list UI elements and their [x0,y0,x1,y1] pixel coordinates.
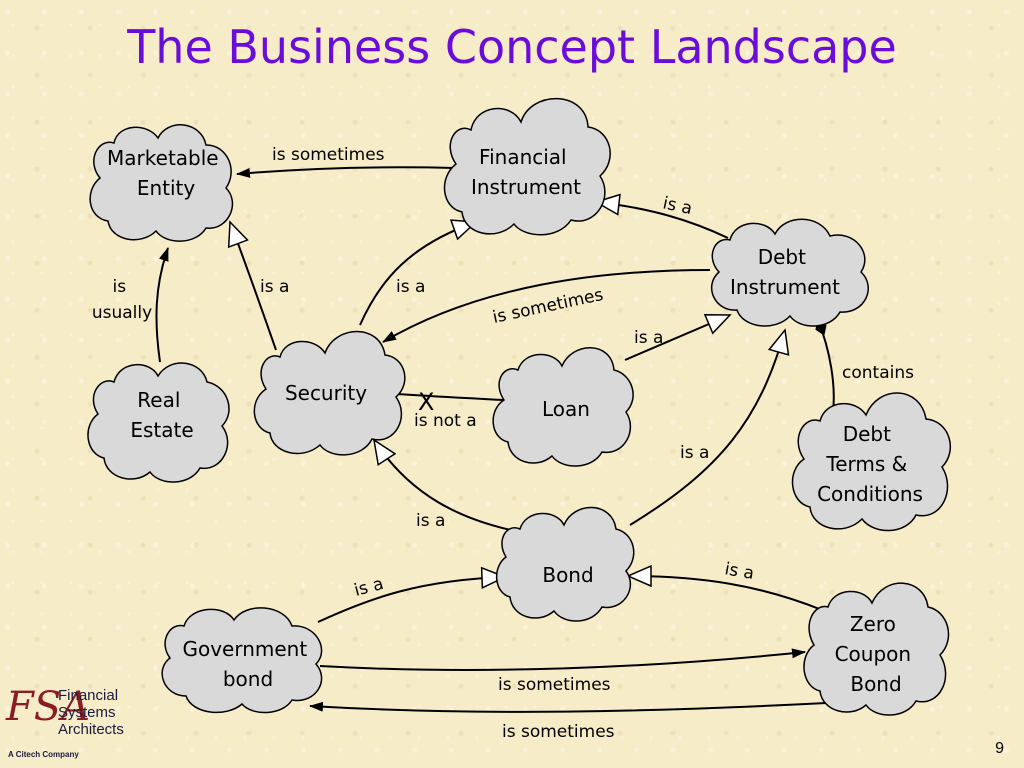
svg-text:Bond: Bond [542,563,593,587]
svg-text:Marketable Entity: Marketable Entity [107,146,225,200]
node-zero-coupon-bond: Zero Coupon Bond [803,582,950,716]
node-label-line: Security [285,381,367,405]
svg-text:Debt Terms & C: Debt Terms & Conditions [817,422,923,506]
node-label-line: Terms & [825,452,907,476]
node-debt-terms: Debt Terms & Conditions [791,392,952,532]
logo-mark: FSA [6,684,91,730]
edge-label-fi-me: is sometimes [272,145,385,165]
node-label-line: Conditions [817,482,923,506]
edge-terms-di [815,319,835,413]
logo-line: Financial [58,687,119,704]
edge-label-line: is [113,277,127,297]
edge-gov-bond [317,577,505,623]
logo-line: Systems [58,704,116,721]
node-label-line: Bond [850,672,901,696]
node-security: Security [253,330,406,456]
not-mark: X [418,388,434,416]
node-label-line: Zero [850,612,896,636]
node-label-line: Government [182,637,307,661]
svg-text:Government bond: Government bond [182,637,313,691]
node-label-line: Entity [137,176,196,200]
edge-label-gov-zcb: is sometimes [498,675,611,695]
node-label-line: Debt [843,422,891,446]
slide-title: The Business Concept Landscape [127,20,897,74]
edge-loan-sec [381,388,504,401]
node-label-line: Instrument [730,275,840,299]
edge-label-zcb-gov: is sometimes [502,722,615,742]
node-label-line: Estate [130,418,193,442]
edge-label-loan-sec: is not a [414,411,477,431]
edge-gov-zcb [319,648,806,671]
node-loan: Loan [492,347,634,467]
node-bond: Bond [496,506,635,622]
edge-zcb-gov [309,701,827,713]
edge-label-re-me: is usually [92,277,152,323]
node-label-line: Coupon [835,642,911,666]
node-financial-instrument: Financial Instrument [443,97,611,236]
node-label-line: Bond [542,563,593,587]
edge-sec-me [230,222,277,351]
node-label-line: Financial [479,145,567,169]
edge-label-terms-di: contains [842,363,914,383]
node-label-line: Loan [542,397,590,421]
company-logo: FSA Financial Systems Architects A Citec… [6,686,146,762]
edge-label-bond-sec: is a [416,511,445,531]
node-government-bond: Government bond [161,607,323,714]
svg-text:Loan: Loan [542,397,590,421]
svg-text:Debt Instrument: Debt Instrument [730,245,840,299]
node-debt-instrument: Debt Instrument [710,218,869,327]
svg-text:Financial Instrument: Financial Instrument [471,145,581,199]
edge-label-loan-di: is a [634,328,663,348]
edge-label-sec-me: is a [260,277,289,297]
edge-bond-sec [374,440,521,533]
edge-label-sec-fi: is a [396,277,425,297]
edge-bond-di [629,330,785,526]
edge-sec-fi [359,222,476,326]
logo-line: Architects [58,721,124,738]
node-label-line: bond [223,667,273,691]
page-number: 9 [995,740,1004,757]
edge-label-zcb-bond: is a [723,559,755,584]
edge-loan-di [624,315,730,361]
edge-di-sec [382,269,711,343]
edge-label-line: usually [92,303,152,323]
svg-text:Security: Security [285,381,367,405]
node-label-line: Real [137,388,180,412]
edge-zcb-bond [628,576,823,611]
node-label-line: Instrument [471,175,581,199]
svg-text:Real Estate: Real Estate [130,388,193,442]
node-marketable-entity: Marketable Entity [89,124,234,242]
node-label-line: Debt [758,245,806,269]
edge-di-fi [596,202,729,239]
edge-label-bond-di: is a [680,443,709,463]
edge-re-me [155,247,169,363]
logo-tagline: A Citech Company [8,750,79,759]
node-label-line: Marketable [107,146,219,170]
svg-text:Zero Coupon Bo: Zero Coupon Bond [835,612,918,696]
edge-fi-me [236,166,456,178]
node-real-estate: Real Estate [87,362,230,483]
